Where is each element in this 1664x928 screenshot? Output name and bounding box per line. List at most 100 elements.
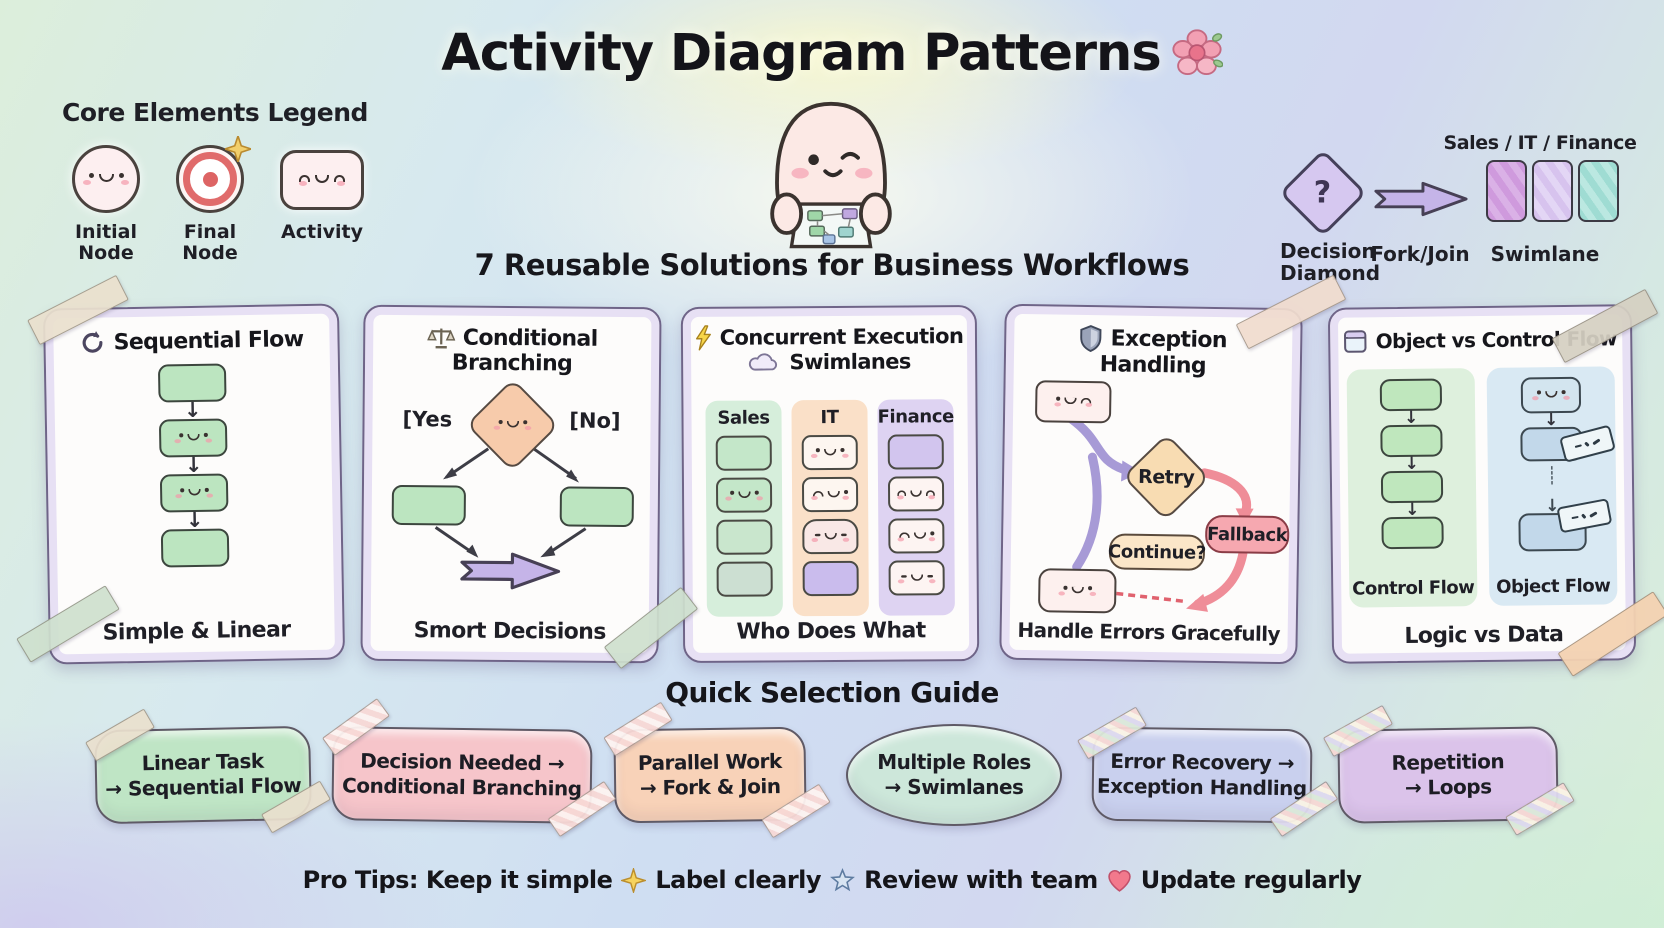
swimlane-header-label: Sales / IT / Finance	[1443, 132, 1637, 154]
object-flow-panel: ↓ ┊↓ Object Flow	[1486, 366, 1618, 606]
card-conditional-branching: Conditional Branching [Yes [No] Smort De…	[360, 304, 662, 664]
activity-node	[888, 560, 945, 596]
activity-node	[887, 476, 945, 512]
kawaii-face	[1532, 388, 1570, 402]
activity-node	[157, 363, 227, 403]
kawaii-face	[811, 446, 849, 459]
legend-label: Final Node	[182, 221, 238, 265]
window-icon	[1344, 330, 1367, 353]
swimlane-icon	[1486, 160, 1619, 222]
activity-node	[715, 477, 773, 513]
kawaii-face	[811, 530, 849, 543]
card-title-row: Conditional	[365, 325, 659, 353]
guide-pill-swimlanes: Multiple Roles → Swimlanes	[846, 724, 1062, 826]
yes-guard-label: [Yes	[402, 407, 453, 432]
activity-node	[1037, 568, 1117, 614]
card-sequential-flow: Sequential Flow ↓ ↓ ↓ Simple & Linear	[42, 303, 346, 665]
card-title-line1: Concurrent Execution	[719, 324, 964, 350]
legend-item-final-node: Final Node	[166, 136, 254, 265]
control-flow-label: Control Flow	[1352, 577, 1475, 600]
page-title-text: Activity Diagram Patterns	[441, 24, 1161, 83]
continue-pill: Continue?	[1108, 533, 1206, 571]
decision-diamond-icon: ?	[1279, 149, 1367, 237]
sparkle-icon	[621, 867, 647, 893]
kawaii-face	[811, 488, 849, 501]
down-arrow: ↓	[1404, 453, 1419, 474]
flower-icon	[1172, 28, 1223, 75]
no-guard-label: [No]	[569, 408, 621, 433]
activity-node	[716, 561, 773, 597]
kawaii-face	[175, 486, 213, 500]
down-arrow: ↓	[1543, 410, 1559, 431]
card-caption: Who Does What	[736, 618, 926, 645]
pro-tip-text: Update regularly	[1140, 866, 1362, 894]
star-icon	[830, 867, 855, 891]
lane-title: IT	[820, 406, 839, 429]
kawaii-face	[898, 571, 936, 584]
guide-pill-conditional: Decision Needed → Conditional Branching	[331, 726, 593, 824]
down-arrow: ↓	[183, 397, 202, 423]
final-node-icon	[176, 136, 251, 213]
activity-node	[802, 518, 859, 555]
activity-node	[887, 434, 944, 470]
fork-join-label: Fork/Join	[1370, 242, 1470, 266]
guide-pill-exception: Error Recovery → Exception Handling	[1091, 726, 1313, 824]
activity-node	[1034, 380, 1112, 424]
fork-join-arrow-icon	[1374, 181, 1468, 217]
retry-label: Retry	[1137, 465, 1195, 489]
control-flow-panel: ↓ ↓ ↓ Control Flow	[1346, 368, 1478, 608]
activity-node	[802, 560, 859, 597]
down-arrow: ↓	[185, 507, 204, 533]
activity-node-yes	[391, 484, 466, 526]
sequential-flow-diagram: ↓ ↓ ↓	[46, 361, 341, 569]
flow-comparison: ↓ ↓ ↓ Control Flow ↓ ┊↓	[1331, 366, 1634, 608]
mascot-illustration	[770, 101, 892, 249]
pro-tip-text: Label clearly	[655, 866, 822, 894]
decision-diamond-label: Decision Diamond	[1280, 239, 1381, 286]
activity-node	[1381, 516, 1444, 550]
card-title-row: Concurrent Execution	[683, 323, 975, 351]
activity-icon	[280, 150, 364, 210]
card-title-row2: Swimlanes	[683, 349, 975, 375]
swimlanes-diagram: Sales IT	[683, 399, 977, 617]
activity-node	[801, 434, 858, 471]
balance-scale-icon	[426, 328, 455, 349]
activity-node-no	[559, 486, 634, 528]
pro-tip-text: Pro Tips: Keep it simple	[302, 866, 613, 894]
lane-sales: Sales	[705, 400, 783, 617]
card-title-row: Exception	[1006, 324, 1300, 356]
core-elements-legend: Core Elements Legend Initial Node Final …	[62, 98, 382, 265]
down-arrow: ↓	[1405, 499, 1420, 520]
guide-title: Quick Selection Guide	[665, 676, 999, 709]
down-arrow: ↓	[184, 452, 203, 478]
kawaii-face	[299, 172, 346, 188]
card-title: Sequential Flow	[113, 326, 304, 355]
card-title-row: Object vs Control Flow	[1330, 326, 1630, 354]
fallback-pill: Fallback	[1204, 514, 1290, 555]
legend-label: Initial Node	[74, 221, 138, 265]
swimlane-label: Swimlane	[1490, 242, 1600, 266]
initial-node-icon	[72, 145, 140, 213]
kawaii-face	[725, 488, 763, 501]
lane-it: IT	[791, 399, 869, 617]
kawaii-face	[494, 418, 532, 431]
activity-node	[801, 476, 859, 513]
activity-node	[158, 418, 228, 458]
merge-arrow-icon	[460, 552, 561, 590]
card-exception-handling: Exception Handling Retry Fallback Contin…	[999, 303, 1303, 665]
activity-node	[160, 528, 230, 568]
question-mark: ?	[1314, 175, 1332, 211]
legend-item-activity: Activity	[270, 145, 374, 265]
kawaii-face	[1058, 584, 1096, 598]
kawaii-face	[897, 529, 935, 542]
activity-node	[1380, 424, 1443, 458]
activity-node	[1379, 378, 1443, 412]
lane-title: Finance	[877, 406, 954, 428]
mascot-character	[734, 98, 928, 264]
card-title-row: Sequential Flow	[45, 325, 337, 356]
page-subtitle: 7 Reusable Solutions for Business Workfl…	[474, 248, 1190, 282]
lane-finance: Finance	[877, 399, 955, 616]
shield-icon	[1080, 325, 1102, 353]
sparkle-icon	[225, 136, 251, 162]
